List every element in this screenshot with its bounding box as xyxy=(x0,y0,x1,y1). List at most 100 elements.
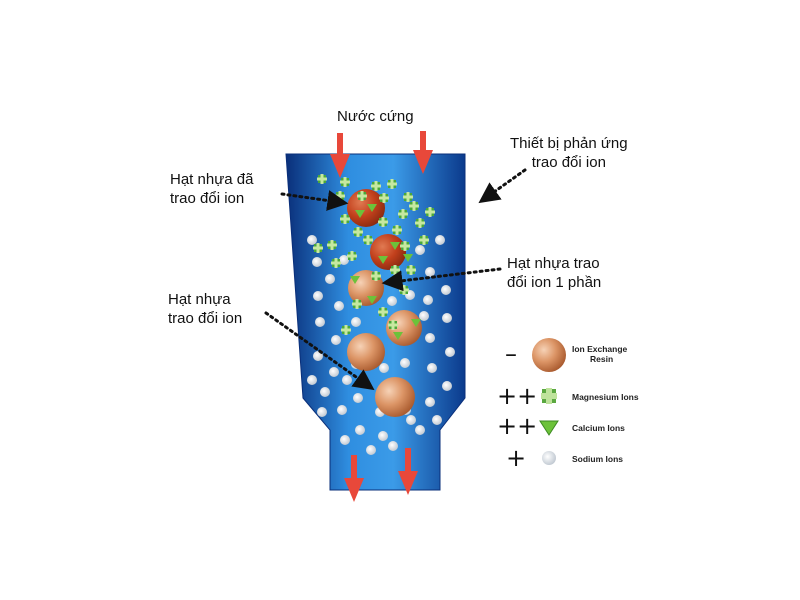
magnesium-ion xyxy=(387,179,397,189)
inflow-arrow-right xyxy=(413,131,433,174)
sodium-ion xyxy=(387,296,397,306)
magnesium-ion xyxy=(388,320,398,330)
sodium-ion xyxy=(425,397,435,407)
legend-calcium-label: Calcium Ions xyxy=(572,423,625,433)
magnesium-ion xyxy=(335,191,345,201)
exhausted-resin-label-line1: Hạt nhựa đã xyxy=(170,171,254,188)
magnesium-ion xyxy=(363,235,373,245)
sodium-ion xyxy=(442,313,452,323)
exhausted-resin-label: Hạt nhựa đã trao đổi ion xyxy=(170,170,253,208)
sodium-ion xyxy=(351,317,361,327)
magnesium-ion xyxy=(379,193,389,203)
sodium-ion xyxy=(334,301,344,311)
reactor-label: Thiết bị phản ứng trao đổi ion xyxy=(510,134,628,172)
resin-bead-fresh xyxy=(375,377,415,417)
sodium-ion xyxy=(313,291,323,301)
sodium-ion xyxy=(366,445,376,455)
calcium-ion xyxy=(350,276,360,284)
magnesium-ion xyxy=(331,258,341,268)
sodium-ion xyxy=(427,363,437,373)
magnesium-ion xyxy=(341,325,351,335)
magnesium-ion xyxy=(398,209,408,219)
magnesium-ion-icon xyxy=(541,388,557,404)
magnesium-ion xyxy=(403,192,413,202)
calcium-ion xyxy=(378,256,388,264)
outflow-arrow-right xyxy=(398,448,418,495)
magnesium-ion xyxy=(340,177,350,187)
leader-exhausted xyxy=(280,190,349,211)
resin-bead-exhausted xyxy=(370,234,406,270)
magnesium-ion xyxy=(415,218,425,228)
fresh-resin-label-line2: trao đổi ion xyxy=(168,310,243,327)
hard-water-label: Nước cứng xyxy=(337,108,414,125)
magnesium-ion xyxy=(409,201,419,211)
sodium-ion xyxy=(312,257,322,267)
calcium-ion xyxy=(355,210,365,218)
calcium-ion xyxy=(390,242,400,250)
magnesium-ion xyxy=(425,207,435,217)
sodium-ion xyxy=(317,407,327,417)
magnesium-ion xyxy=(400,241,410,251)
magnesium-ion xyxy=(313,243,323,253)
magnesium-ion xyxy=(371,181,381,191)
sodium-ion xyxy=(331,335,341,345)
sodium-ion xyxy=(388,441,398,451)
leader-lines xyxy=(264,168,527,391)
resin-bead-exhausted xyxy=(347,189,385,227)
partial-resin-label-line1: Hạt nhựa trao xyxy=(507,255,600,272)
inflow-arrow-left xyxy=(330,133,350,178)
sodium-ion xyxy=(320,387,330,397)
sodium-ion xyxy=(379,363,389,373)
sodium-ion xyxy=(315,317,325,327)
sodium-ion xyxy=(425,267,435,277)
calcium-ion xyxy=(367,296,377,304)
legend-sign-resin: – xyxy=(505,340,517,368)
sodium-ion xyxy=(400,358,410,368)
legend-resin-label-line1: Ion Exchange xyxy=(572,344,628,354)
calcium-ion-icon xyxy=(539,420,559,436)
leader-device xyxy=(478,168,527,204)
sodium-ion xyxy=(337,405,347,415)
sodium-ion xyxy=(353,393,363,403)
sodium-ion xyxy=(441,285,451,295)
magnesium-ion xyxy=(357,191,367,201)
hard-water-inflow-arrows xyxy=(330,131,433,178)
sodium-ion xyxy=(445,347,455,357)
legend-sign-sodium: + xyxy=(506,444,527,472)
sodium-ion xyxy=(435,235,445,245)
sodium-ion xyxy=(329,367,339,377)
calcium-ion xyxy=(393,332,403,340)
magnesium-ion xyxy=(399,285,409,295)
sodium-ion xyxy=(415,425,425,435)
magnesium-ion xyxy=(327,240,337,250)
sodium-ion xyxy=(442,381,452,391)
magnesium-ion xyxy=(353,227,363,237)
sodium-ion xyxy=(325,274,335,284)
exhausted-resin-label-line2: trao đổi ion xyxy=(170,190,245,207)
magnesium-ion xyxy=(419,235,429,245)
magnesium-ion xyxy=(378,307,388,317)
sodium-ion xyxy=(355,425,365,435)
legend-sodium-label: Sodium Ions xyxy=(572,454,623,464)
fresh-resin-label-line1: Hạt nhựa xyxy=(168,291,231,308)
magnesium-ion xyxy=(347,251,357,261)
sodium-ion xyxy=(339,255,349,265)
reactor-label-line1: Thiết bị phản ứng xyxy=(510,135,628,152)
magnesium-ion xyxy=(392,225,402,235)
outflow-arrows xyxy=(344,448,418,502)
outflow-arrow-left xyxy=(344,455,364,502)
sodium-ion xyxy=(432,415,442,425)
legend-sign-calcium: ++ xyxy=(497,412,538,440)
sodium-ion xyxy=(406,415,416,425)
magnesium-ion xyxy=(378,217,388,227)
resin-bead-fresh xyxy=(347,333,385,371)
legend-magnesium-label: Magnesium Ions xyxy=(572,392,639,402)
sodium-ion-icon xyxy=(542,451,556,465)
calcium-ion xyxy=(403,254,413,262)
legend-resin-label: Ion Exchange Resin xyxy=(572,344,627,364)
magnesium-ion xyxy=(390,265,400,275)
sodium-ion xyxy=(340,435,350,445)
resin-bead-icon xyxy=(532,338,566,372)
magnesium-ion xyxy=(317,174,327,184)
leader-fresh xyxy=(264,311,375,391)
